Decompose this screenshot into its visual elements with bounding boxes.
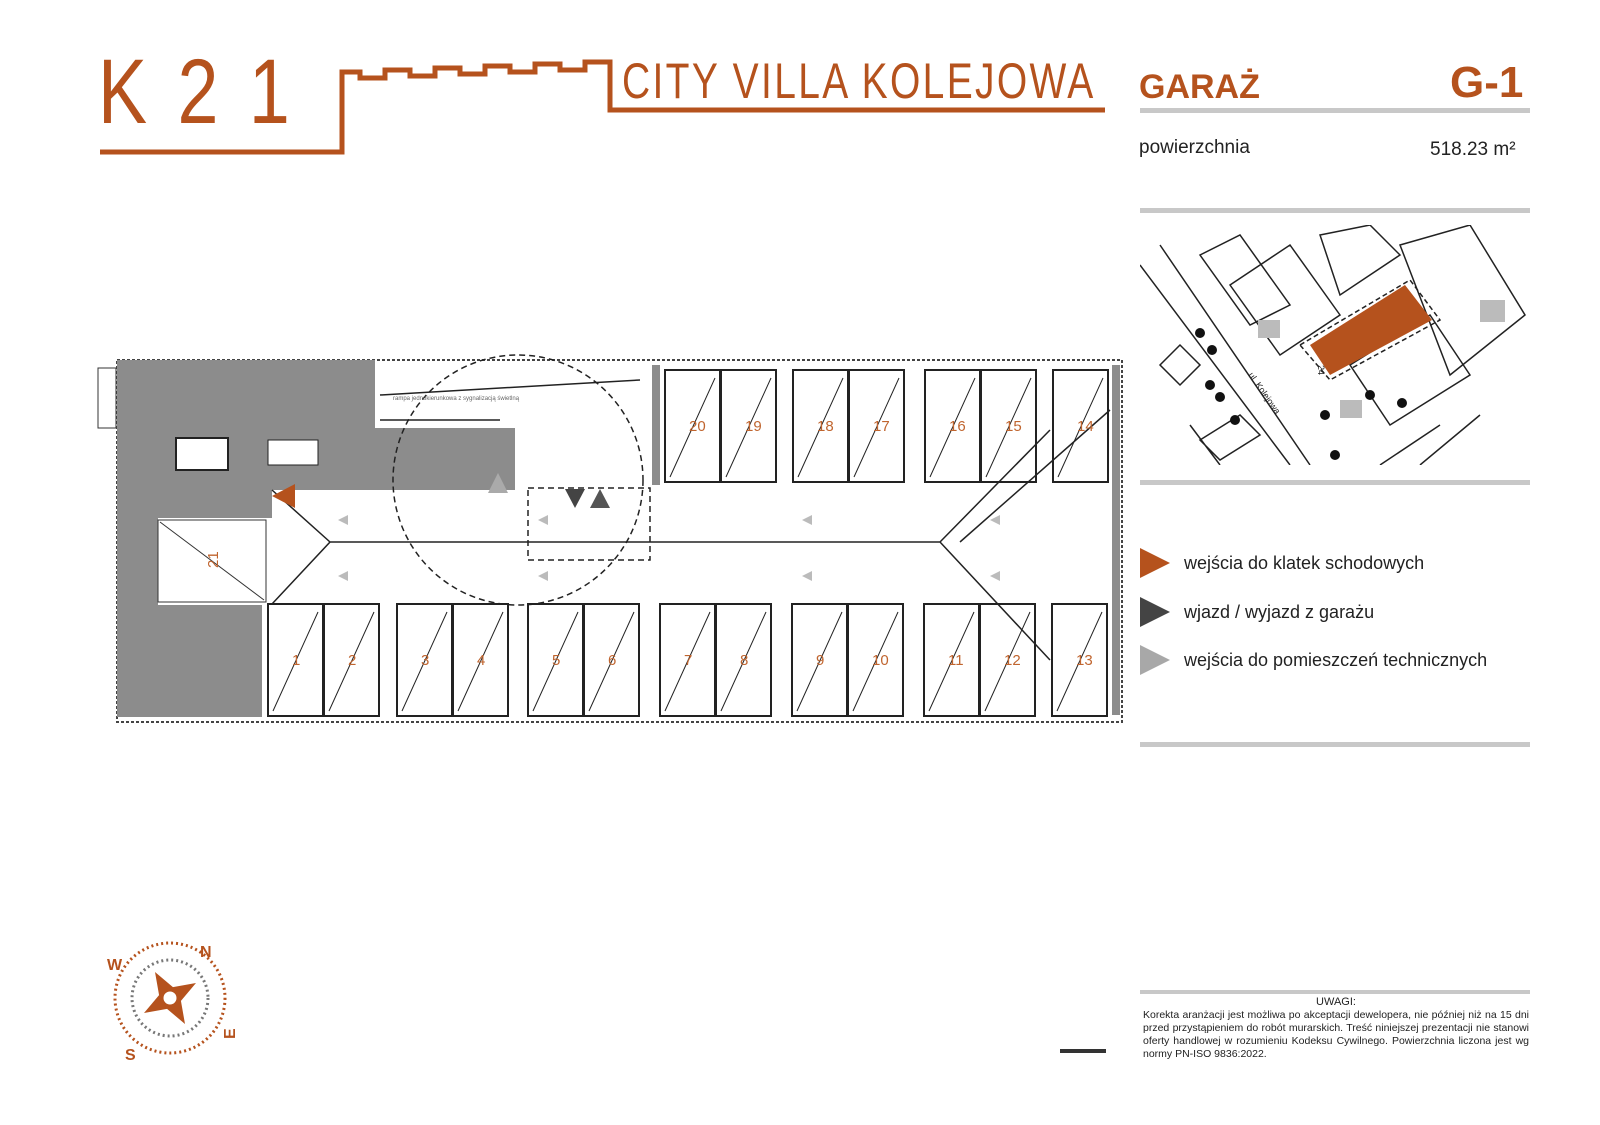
scale-bar xyxy=(1060,1049,1106,1053)
compass-rose: N E S W xyxy=(107,941,239,1064)
site-map: ul. Kolejowa 24 xyxy=(1140,225,1526,465)
space-diagonal xyxy=(457,611,504,712)
parking-space xyxy=(979,603,1036,717)
compass-w: W xyxy=(107,957,123,974)
parking-space xyxy=(847,603,904,717)
space-number: 6 xyxy=(608,652,616,669)
space-diagonal xyxy=(928,611,975,712)
space-number: 1 xyxy=(292,652,300,669)
direction-arrow-icon xyxy=(338,571,348,581)
space-diagonal xyxy=(796,611,843,712)
legend-staircase: wejścia do klatek schodowych xyxy=(1140,548,1424,578)
space-number: 21 xyxy=(205,551,222,568)
space-diagonal xyxy=(985,377,1032,478)
parking-space xyxy=(1052,369,1109,483)
direction-arrow-icon xyxy=(990,515,1000,525)
direction-arrow-icon xyxy=(990,571,1000,581)
triangle-icon xyxy=(1140,597,1170,627)
space-number: 10 xyxy=(872,652,889,669)
divider xyxy=(1140,990,1530,994)
notes-text: Korekta aranżacji jest możliwa po akcept… xyxy=(1143,1009,1529,1060)
space-number: 2 xyxy=(348,652,356,669)
compass-s: S xyxy=(125,1047,136,1064)
space-number: 13 xyxy=(1076,652,1093,669)
legend-garage-entry: wjazd / wyjazd z garażu xyxy=(1140,597,1374,627)
divider xyxy=(1140,108,1530,113)
area-label: powierzchnia xyxy=(1139,137,1250,158)
space-number: 11 xyxy=(948,652,964,669)
logo-name: CITY VILLA KOLEJOWA xyxy=(622,53,1096,109)
parking-space xyxy=(720,369,777,483)
parking-space xyxy=(848,369,905,483)
direction-arrow-icon xyxy=(538,515,548,525)
parking-space xyxy=(980,369,1037,483)
parking-space xyxy=(323,603,380,717)
space-number: 8 xyxy=(740,652,748,669)
space-diagonal xyxy=(272,611,319,712)
space-diagonal xyxy=(852,611,899,712)
space-number: 5 xyxy=(552,652,560,669)
space-diagonal xyxy=(984,611,1031,712)
space-diagonal xyxy=(401,611,448,712)
ramp-label: rampa jednokierunkowa z sygnalizacją świ… xyxy=(393,396,520,402)
space-number: 20 xyxy=(689,418,706,435)
space-diagonal xyxy=(1057,377,1104,478)
space-number: 9 xyxy=(816,652,824,669)
triangle-icon xyxy=(1140,548,1170,578)
legend-label: wjazd / wyjazd z garażu xyxy=(1184,601,1375,622)
building-label: 24 xyxy=(1316,365,1326,375)
space-diagonal xyxy=(725,377,772,478)
space-diagonal xyxy=(1056,611,1103,712)
garage-exit-icon xyxy=(590,489,610,508)
space-number: 4 xyxy=(477,652,485,669)
space-number: 3 xyxy=(421,652,429,669)
space-diagonal xyxy=(669,377,716,478)
space-number: 17 xyxy=(873,418,890,435)
space-number: 12 xyxy=(1004,652,1021,669)
space-number: 14 xyxy=(1077,418,1094,435)
notes: UWAGI: Korekta aranżacji jest możliwa po… xyxy=(1143,996,1529,1061)
compass-n: N xyxy=(200,944,212,961)
logo-underline xyxy=(100,59,1105,155)
space-diagonal xyxy=(797,377,844,478)
legend-technical: wejścia do pomieszczeń technicznych xyxy=(1140,645,1487,675)
area-value: 518.23 m² xyxy=(1430,139,1516,160)
parking-space xyxy=(715,603,772,717)
space-number: 19 xyxy=(745,418,762,435)
triangle-icon xyxy=(1140,645,1170,675)
space-number: 16 xyxy=(949,418,966,435)
space-diagonal xyxy=(664,611,711,712)
direction-arrow-icon xyxy=(538,571,548,581)
space-diagonal xyxy=(532,611,579,712)
legend-label: wejścia do klatek schodowych xyxy=(1184,552,1425,573)
compass-e: E xyxy=(222,1028,239,1039)
parking-space xyxy=(583,603,640,717)
unit-type: GARAŻ xyxy=(1139,68,1260,106)
divider xyxy=(1140,742,1530,747)
space-diagonal xyxy=(328,611,375,712)
legend-label: wejścia do pomieszczeń technicznych xyxy=(1184,649,1488,670)
direction-arrow-icon xyxy=(802,515,812,525)
direction-arrow-icon xyxy=(338,515,348,525)
space-diagonal xyxy=(588,611,635,712)
technical-entry-icon xyxy=(488,473,508,493)
staircase-entry-icon xyxy=(272,484,295,508)
direction-arrow-icon xyxy=(802,571,812,581)
parking-space xyxy=(452,603,509,717)
space-number: 18 xyxy=(817,418,834,435)
space-diagonal xyxy=(853,377,900,478)
logo-mark: K21 xyxy=(98,41,321,143)
space-diagonal xyxy=(929,377,976,478)
divider xyxy=(1140,480,1530,485)
space-number: 15 xyxy=(1005,418,1022,435)
space-diagonal xyxy=(720,611,767,712)
floor-plan: 21 rampa jednokierunkowa z sygnalizacją … xyxy=(97,354,1123,723)
divider xyxy=(1140,208,1530,213)
unit-id: G-1 xyxy=(1450,58,1524,107)
garage-entry-icon xyxy=(565,489,585,508)
parking-space xyxy=(1051,603,1108,717)
street-label: ul. Kolejowa xyxy=(1246,370,1282,415)
space-number: 7 xyxy=(684,652,692,669)
notes-title: UWAGI: xyxy=(1316,996,1356,1008)
